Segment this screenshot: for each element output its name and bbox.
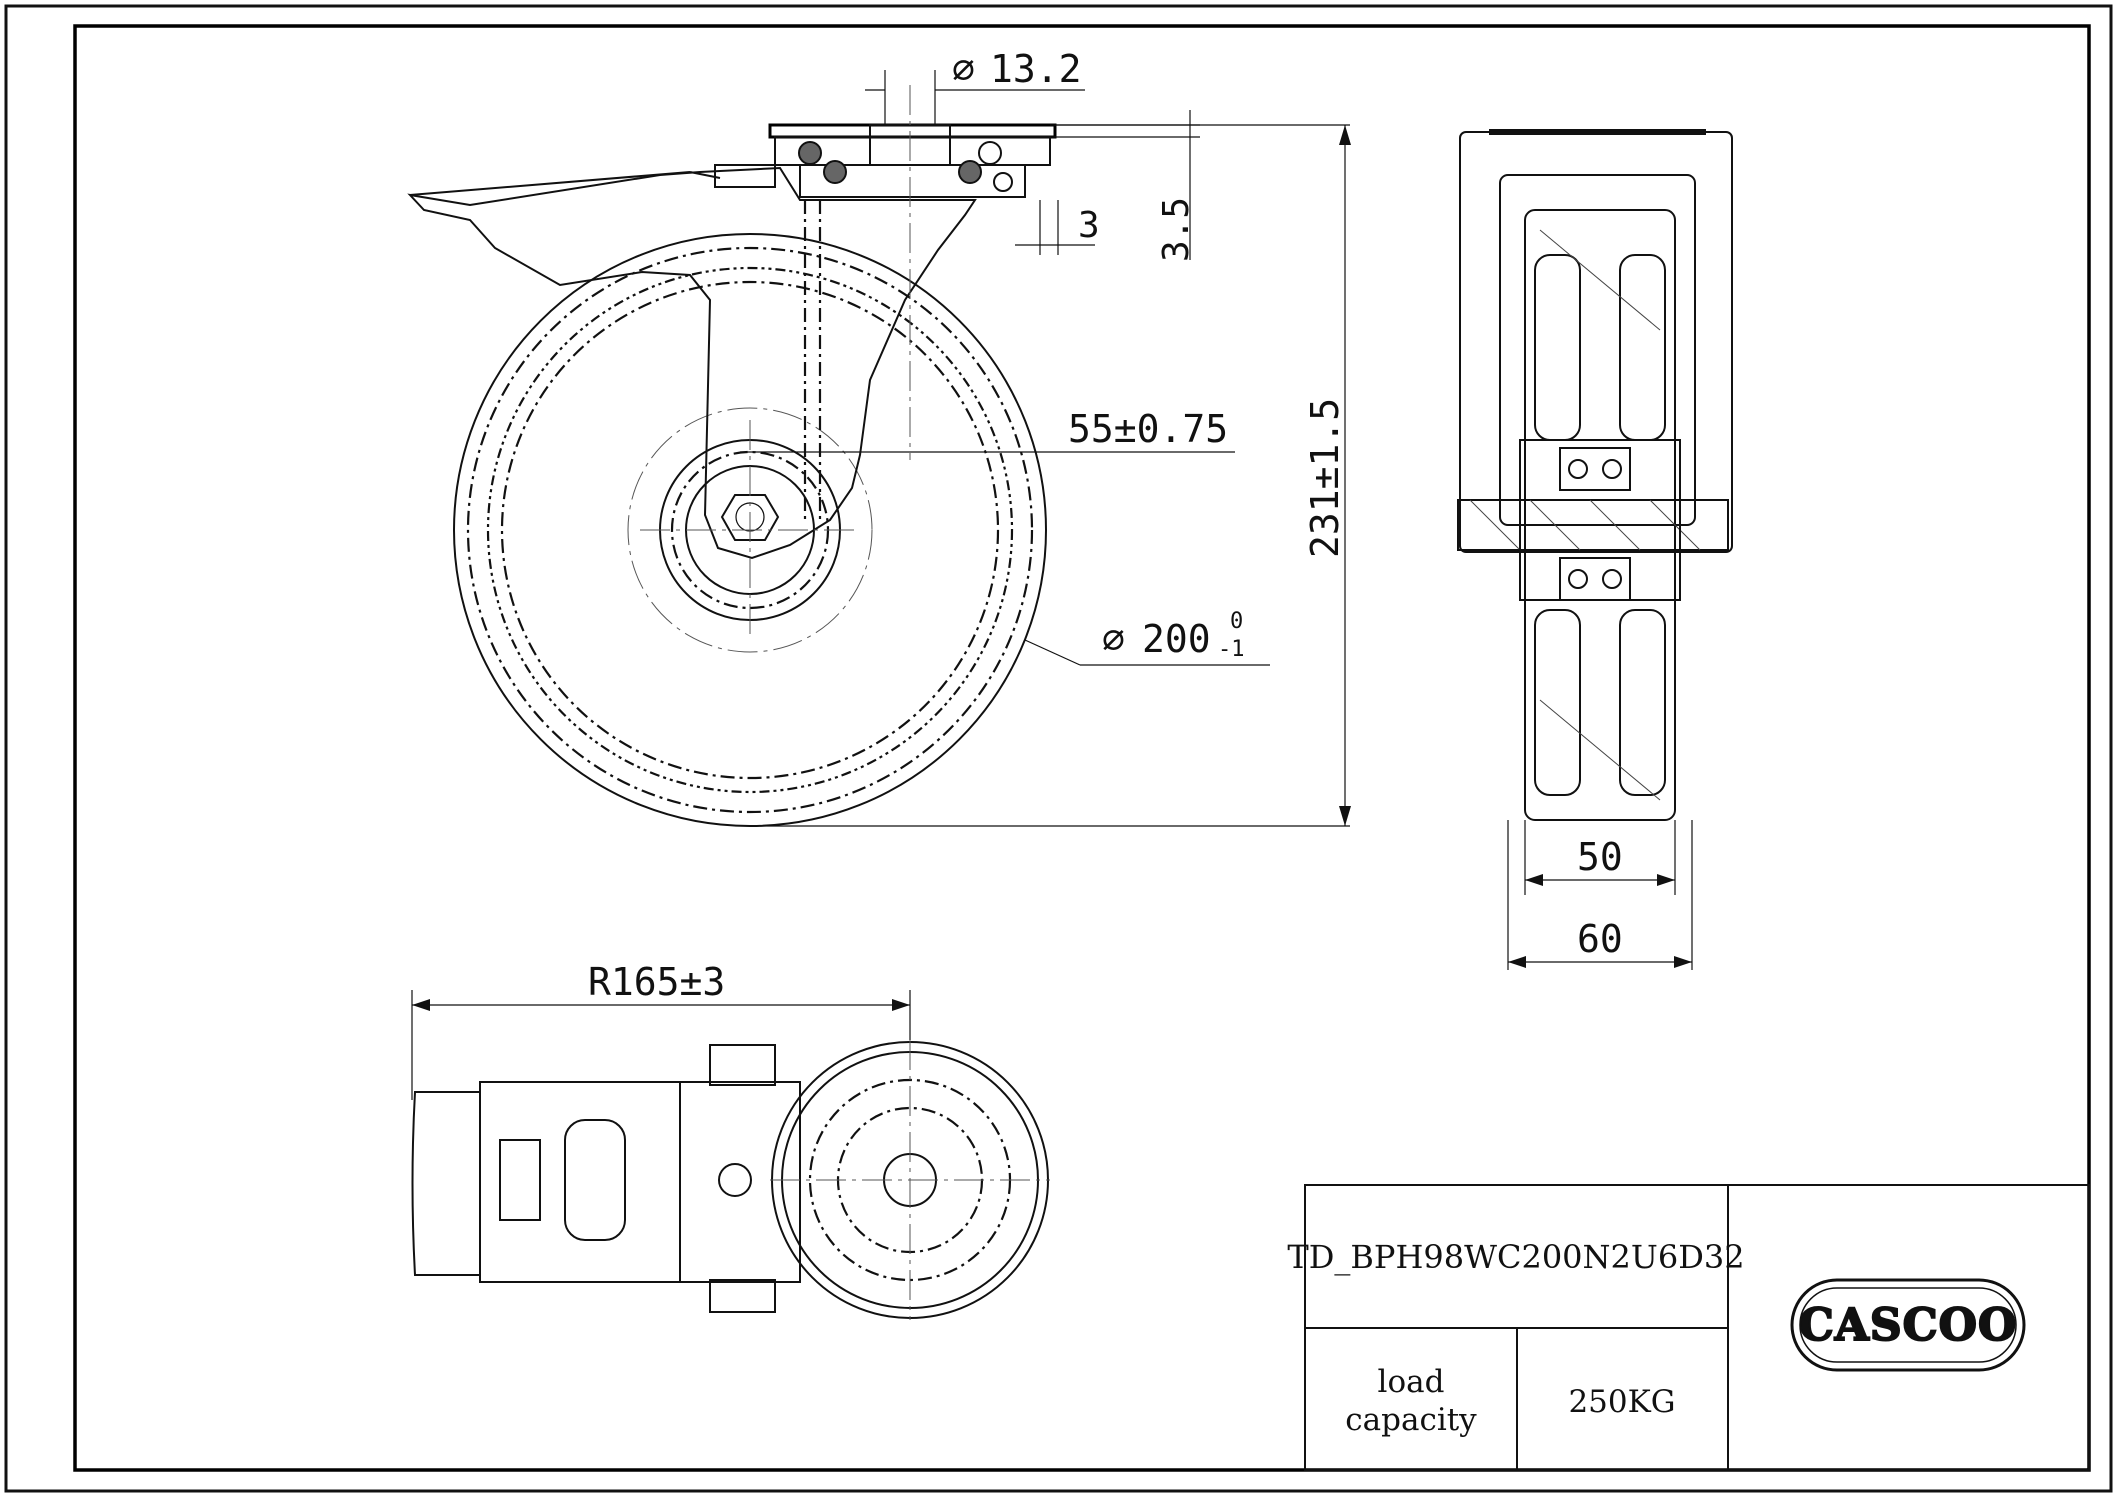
dim-wheel-tol-lower: -1 [1218,637,1245,662]
top-view: R165±3 [411,960,1050,1320]
load-label-line2: capacity [1345,1402,1477,1438]
load-value: 250KG [1568,1384,1675,1420]
dim-wheel-symbol: ∅ [1102,617,1125,661]
dim-total-height: 231±1.5 [1303,398,1347,558]
front-view: 50 60 [1457,129,1733,970]
inner-border [73,24,2091,1472]
dim-bore-symbol: ∅ [952,47,975,91]
dim-wheel-tol-upper: 0 [1230,609,1243,634]
dim-swivel-offset: 55±0.75 [1068,407,1228,451]
title-block: TD_BPH98WC200N2U6D32 load capacity 250KG… [1287,1184,2090,1471]
dim-plate-thickness: 3.5 [1156,197,1197,262]
part-number: TD_BPH98WC200N2U6D32 [1287,1238,1744,1276]
dim-swivel-radius: R165±3 [588,960,725,1004]
dim-bore-diameter: 13.2 [990,47,1082,91]
cascoo-logo: CASCOO [1790,1278,2026,1372]
logo-text: CASCOO [1799,1300,2018,1351]
dim-tread-width: 50 [1577,835,1623,879]
dim-kingpin-small: 3 [1078,205,1100,246]
dim-wheel-diameter: 200 [1142,617,1211,661]
dim-overall-width: 60 [1577,917,1623,961]
outer-border [4,4,2113,1493]
side-view: ∅ 13.2 3.5 3 55±0.75 231±1.5 ∅ 200 0 -1 [407,47,1351,827]
load-label-line1: load [1378,1364,1445,1400]
